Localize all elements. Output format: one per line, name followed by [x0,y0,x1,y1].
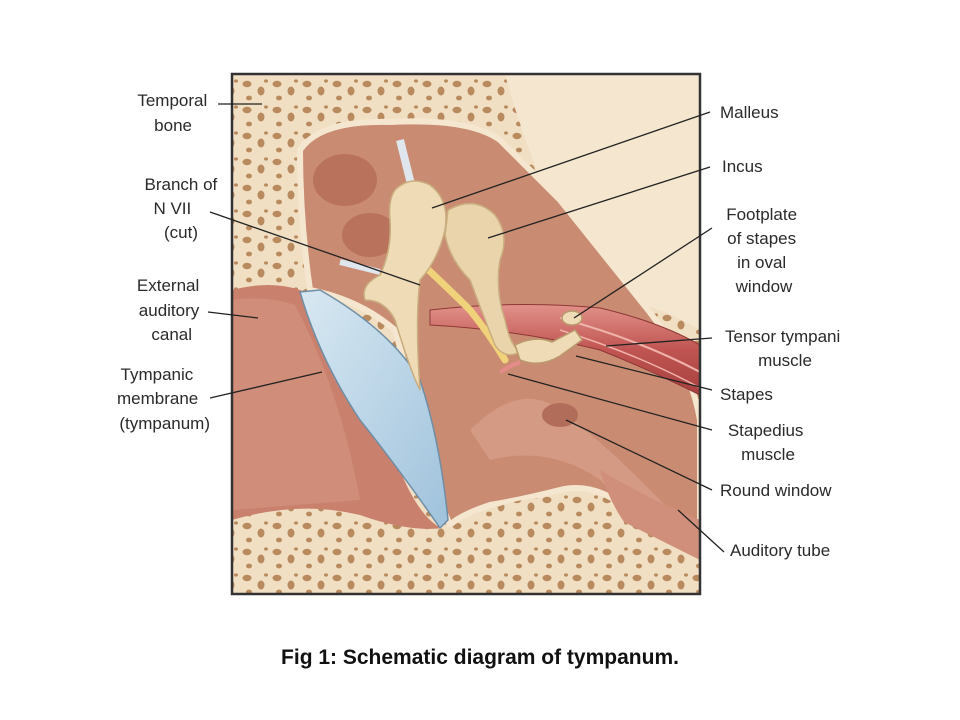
label-footplate: Footplate of stapes in oval window [726,205,802,296]
illustration-panel [232,74,700,594]
label-external-canal: External auditory canal [137,276,204,344]
label-tensor-tympani: Tensor tympani muscle [725,327,845,370]
label-stapes: Stapes [720,385,773,404]
epitympanic-recess [313,154,377,206]
label-round-window: Round window [720,481,832,500]
figure-caption: Fig 1: Schematic diagram of tympanum. [0,646,960,670]
label-temporal-bone: Temporal bone [137,91,212,135]
footplate-shape [562,311,582,325]
label-auditory-tube: Auditory tube [730,541,830,560]
label-incus: Incus [722,157,763,176]
label-stapedius: Stapedius muscle [728,421,808,464]
label-tympanic-membrane: Tympanic membrane (tympanum) [117,365,210,433]
label-malleus: Malleus [720,103,779,122]
label-branch-n7: Branch of N VII (cut) [145,175,223,242]
